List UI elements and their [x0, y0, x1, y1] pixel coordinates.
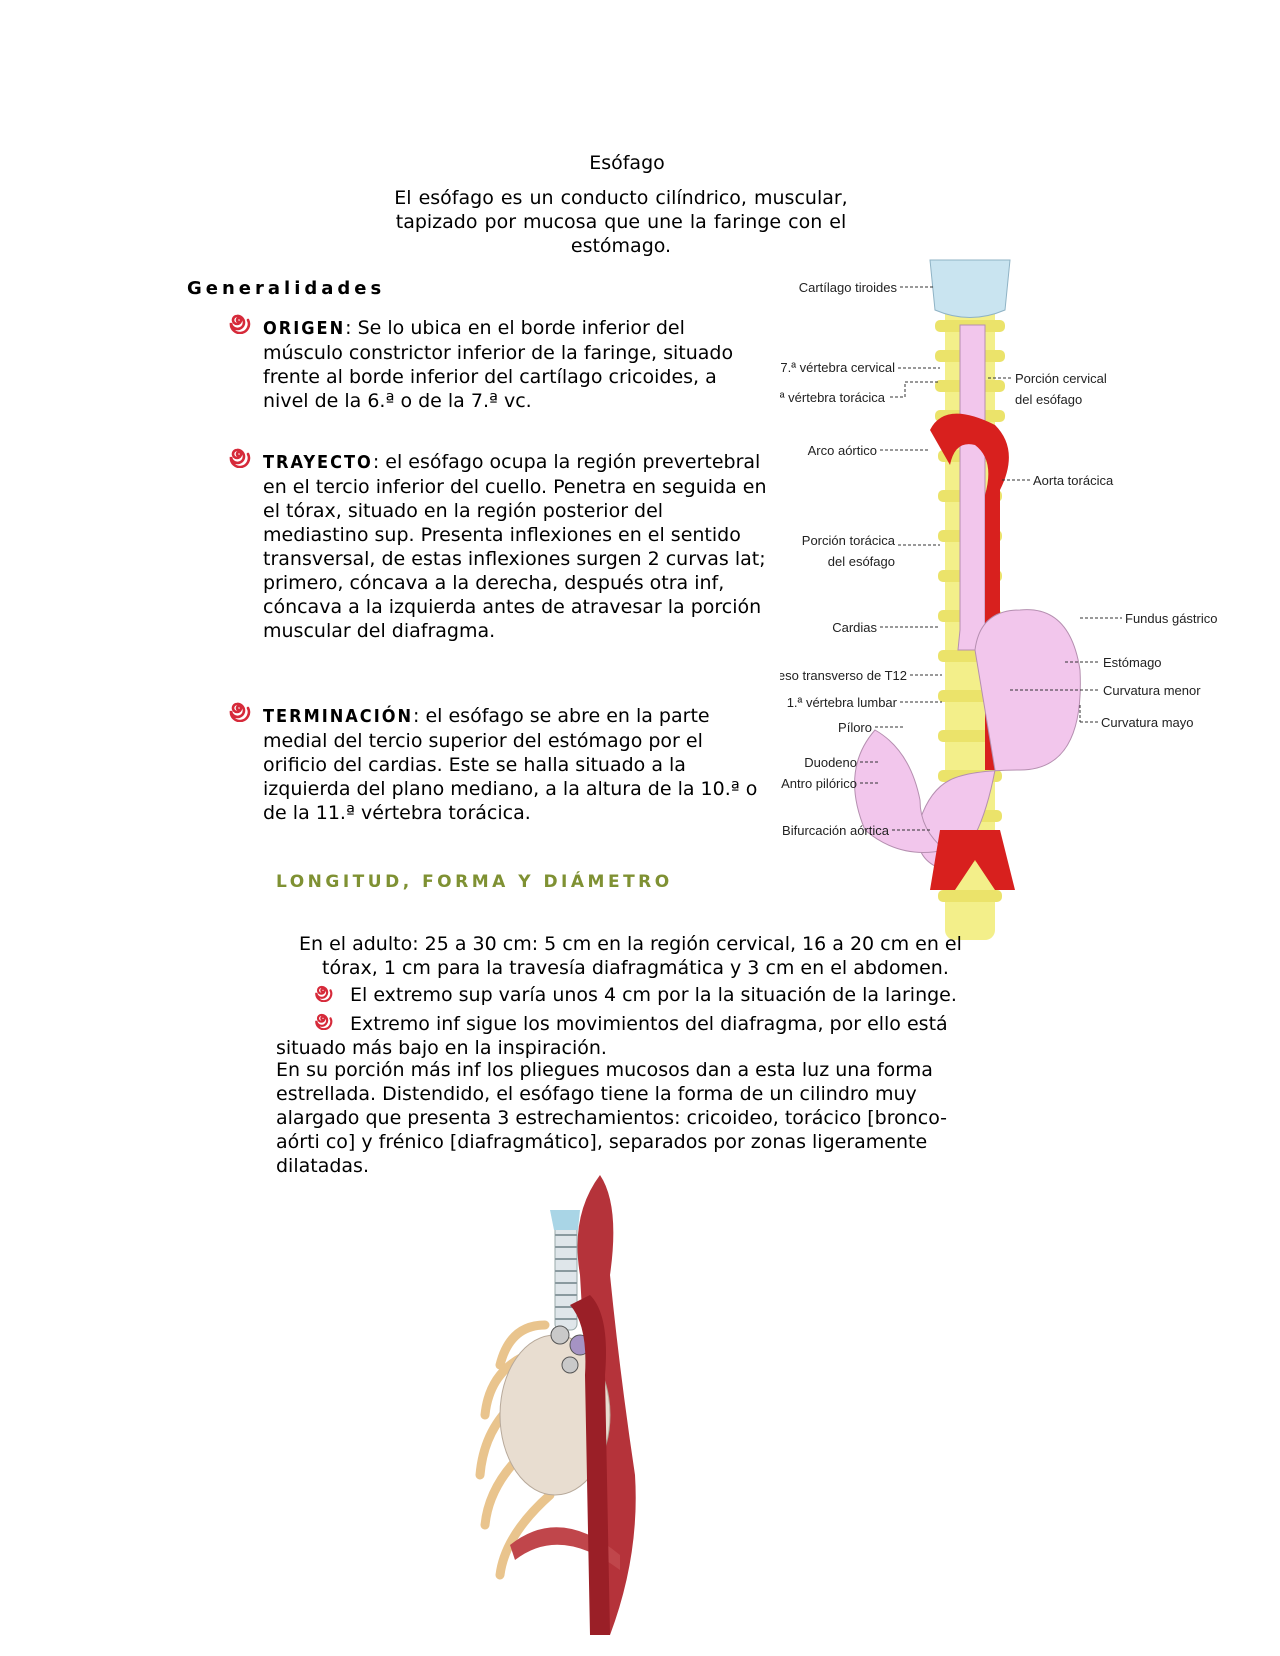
terminacion-label: TERMINACIÓN — [263, 706, 414, 727]
label-vert7: 7.ª vértebra cervical — [780, 360, 895, 375]
adult-line-1: En el adulto: 25 a 30 cm: 5 cm en la reg… — [299, 933, 962, 955]
label-porcion-cervical-2: del esófago — [1015, 392, 1082, 407]
trayecto-label: TRAYECTO — [263, 452, 373, 473]
aortic-bifurcation-shape — [930, 830, 1015, 890]
trayecto-text: : el esófago ocupa la región prevertebra… — [263, 451, 767, 642]
label-porcion-toracica-1: Porción torácica — [802, 533, 896, 548]
spiral-bullet-icon — [315, 985, 333, 1002]
label-arco: Arco aórtico — [808, 443, 877, 458]
label-aorta: Aorta torácica — [1033, 473, 1114, 488]
label-vert1t: 1.ª vértebra torácica — [780, 390, 886, 405]
esophagus-anatomy-figure: Cartílago tiroides 7.ª vértebra cervical… — [780, 259, 1218, 940]
adult-line-2: tórax, 1 cm para la travesía diafragmáti… — [322, 957, 949, 979]
generalidades-heading: Generalidades — [187, 278, 386, 299]
trayecto-item: TRAYECTO: el esófago ocupa la región pre… — [263, 450, 773, 643]
label-antro: Antro pilórico — [781, 776, 857, 791]
forma-line-5: dilatadas. — [276, 1155, 369, 1177]
bullet-extremo-inf-line-1: Extremo inf sigue los movimientos del di… — [350, 1013, 948, 1035]
terminacion-item: TERMINACIÓN: el esófago se abre en la pa… — [263, 704, 763, 825]
esophagus-tube-shape — [957, 324, 986, 651]
label-fundus: Fundus gástrico — [1125, 611, 1218, 626]
bullet-extremo-inf-line-2: situado más bajo en la inspiración. — [276, 1037, 607, 1059]
descending-aorta-shape — [570, 1295, 610, 1635]
label-curv-menor: Curvatura menor — [1103, 683, 1201, 698]
label-bifurcacion: Bifurcación aórtica — [782, 823, 890, 838]
forma-line-2: estrellada. Distendido, el esófago tiene… — [276, 1083, 917, 1105]
terminacion-text: : el esófago se abre en la parte medial … — [263, 705, 758, 824]
label-vert1l: 1.ª vértebra lumbar — [787, 695, 898, 710]
label-proceso: Proceso transverso de T12 — [780, 668, 907, 683]
forma-line-1: En su porción más inf los pliegues mucos… — [276, 1059, 933, 1081]
intro-paragraph: El esófago es un conducto cilíndrico, mu… — [394, 187, 848, 257]
origen-label: ORIGEN — [263, 318, 346, 339]
spiral-bullet-icon — [229, 448, 251, 468]
thyroid-cartilage-shape — [929, 259, 1011, 318]
label-curv-mayor: Curvatura mayo — [1101, 715, 1193, 730]
bullet-extremo-sup: El extremo sup varía unos 4 cm por la la… — [350, 984, 957, 1006]
larynx-shape — [550, 1210, 580, 1230]
label-porcion-toracica-2: del esófago — [828, 554, 895, 569]
trachea-shape — [554, 1219, 578, 1331]
origen-text: : Se lo ubica en el borde inferior del m… — [263, 317, 734, 412]
label-duodeno: Duodeno — [804, 755, 857, 770]
spiral-bullet-icon — [315, 1013, 333, 1030]
longitud-heading: LONGITUD, FORMA Y DIÁMETRO — [276, 872, 673, 892]
forma-line-4: aórti co] y frénico [diafragmático], sep… — [276, 1131, 928, 1153]
label-cartilago: Cartílago tiroides — [799, 280, 898, 295]
sagittal-esophagus-figure — [475, 1175, 636, 1635]
label-estomago: Estómago — [1103, 655, 1162, 670]
forma-line-3: alargado que presenta 3 estrechamientos:… — [276, 1107, 948, 1129]
page-title: Esófago — [589, 152, 665, 174]
label-porcion-cervical-1: Porción cervical — [1015, 371, 1107, 386]
label-piloro: Píloro — [838, 720, 872, 735]
origen-item: ORIGEN: Se lo ubica en el borde inferior… — [263, 316, 743, 413]
label-cardias: Cardias — [832, 620, 877, 635]
spiral-bullet-icon — [229, 314, 251, 334]
spiral-bullet-icon — [229, 702, 251, 722]
